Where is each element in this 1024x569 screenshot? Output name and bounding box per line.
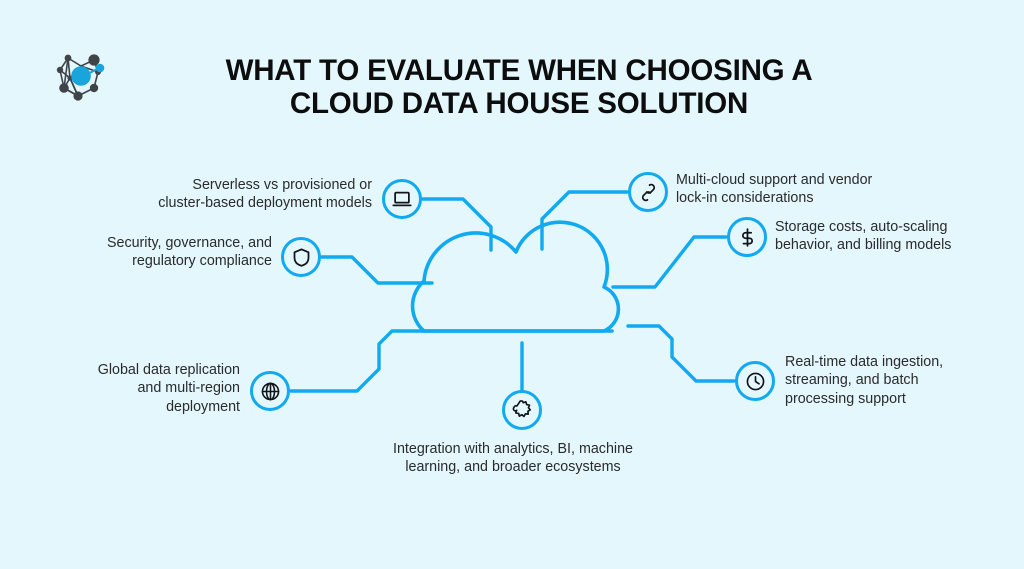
- label-security-governance: Security, governance, and regulatory com…: [30, 234, 272, 271]
- link-chain-icon: [638, 182, 659, 203]
- label-line: streaming, and batch: [785, 372, 919, 389]
- laptop-icon-badge[interactable]: [382, 179, 422, 219]
- label-line: Serverless vs provisioned or: [192, 177, 372, 193]
- network-nodes-logo: [48, 44, 114, 110]
- connector-clock: [626, 324, 736, 383]
- clock-icon-badge[interactable]: [735, 361, 775, 401]
- globe-icon-badge[interactable]: [250, 371, 290, 411]
- label-global-replication: Global data replication and multi-region…: [20, 361, 240, 416]
- label-line: processing support: [785, 390, 906, 407]
- label-line: Security, governance, and: [106, 235, 272, 251]
- connector-link: [540, 190, 629, 251]
- label-line: lock-in considerations: [676, 190, 814, 207]
- label-line: behavior, and billing models: [775, 237, 952, 254]
- connector-dollar: [611, 235, 728, 289]
- puzzle-piece-icon-badge[interactable]: [502, 390, 542, 430]
- clock-icon: [745, 371, 766, 392]
- label-line: Real-time data ingestion,: [785, 354, 944, 370]
- connector-laptop: [421, 197, 493, 252]
- dollar-sign-icon-badge[interactable]: [727, 217, 767, 257]
- connector-shield: [320, 255, 434, 285]
- label-storage-costs: Storage costs, auto-scaling behavior, an…: [775, 218, 987, 255]
- label-line: Global data replication: [97, 362, 240, 378]
- dollar-sign-icon: [737, 227, 758, 248]
- label-line: cluster-based deployment models: [158, 195, 372, 212]
- label-multi-cloud-support: Multi-cloud support and vendor lock-in c…: [676, 171, 934, 208]
- puzzle-piece-icon: [511, 399, 533, 421]
- label-line: Multi-cloud support and vendor: [676, 172, 873, 188]
- label-line: Storage costs, auto-scaling: [775, 219, 948, 235]
- page-title: WHAT TO EVALUATE WHEN CHOOSING A CLOUD D…: [160, 54, 878, 120]
- title-line-1: WHAT TO EVALUATE WHEN CHOOSING A: [225, 54, 813, 87]
- label-real-time-ingestion: Real-time data ingestion, streaming, and…: [785, 353, 985, 408]
- label-deployment-models: Serverless vs provisioned or cluster-bas…: [74, 176, 372, 213]
- title-line-2: CLOUD DATA HOUSE SOLUTION: [289, 87, 749, 121]
- shield-icon: [291, 247, 312, 268]
- cloud-shape: [410, 220, 621, 333]
- globe-icon: [260, 381, 281, 402]
- laptop-icon: [391, 188, 413, 210]
- shield-icon-badge[interactable]: [281, 237, 321, 277]
- label-line: deployment: [166, 398, 240, 415]
- label-line: Integration with analytics, BI, machine: [393, 441, 633, 457]
- label-line: learning, and broader ecosystems: [405, 459, 621, 476]
- label-integration-analytics: Integration with analytics, BI, machine …: [362, 440, 664, 477]
- label-line: and multi-region: [137, 380, 240, 397]
- connector-globe: [289, 329, 426, 393]
- link-chain-icon-badge[interactable]: [628, 172, 668, 212]
- label-line: regulatory compliance: [132, 253, 272, 270]
